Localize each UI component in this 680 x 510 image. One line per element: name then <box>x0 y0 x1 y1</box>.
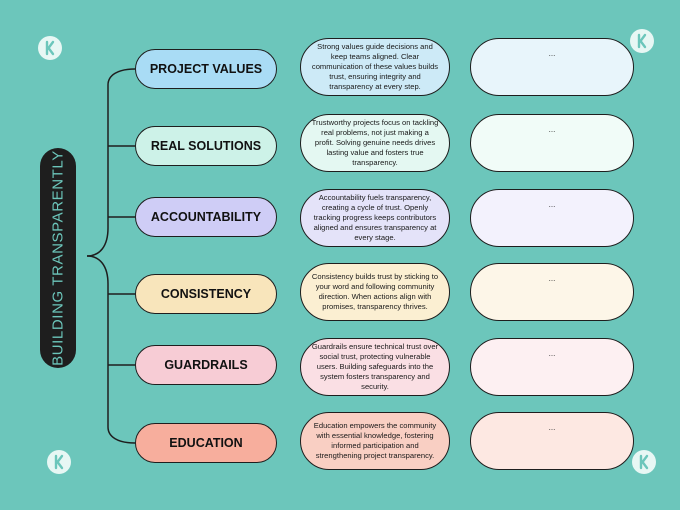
bracket-bottom <box>86 255 136 444</box>
description-real-solutions: Trustworthy projects focus on tackling r… <box>300 114 450 172</box>
description-guardrails: Guardrails ensure technical trust over s… <box>300 338 450 396</box>
bracket-top <box>86 68 136 257</box>
note-guardrails: ... <box>470 338 634 396</box>
topic-project-values: PROJECT VALUES <box>135 49 277 89</box>
logo-icon <box>47 450 71 474</box>
description-project-values: Strong values guide decisions and keep t… <box>300 38 450 96</box>
note-real-solutions: ... <box>470 114 634 172</box>
note-project-values: ... <box>470 38 634 96</box>
note-education: ... <box>470 412 634 470</box>
description-accountability: Accountability fuels transparency, creat… <box>300 189 450 247</box>
diagram-title: BUILDING TRANSPARENTLY <box>49 150 67 366</box>
topic-education: EDUCATION <box>135 423 277 463</box>
topic-accountability: ACCOUNTABILITY <box>135 197 277 237</box>
topic-real-solutions: REAL SOLUTIONS <box>135 126 277 166</box>
logo-icon <box>630 29 654 53</box>
description-consistency: Consistency builds trust by sticking to … <box>300 263 450 321</box>
diagram-title-pill: BUILDING TRANSPARENTLY <box>40 148 76 368</box>
topic-consistency: CONSISTENCY <box>135 274 277 314</box>
description-education: Education empowers the community with es… <box>300 412 450 470</box>
logo-icon <box>38 36 62 60</box>
logo-icon <box>632 450 656 474</box>
note-accountability: ... <box>470 189 634 247</box>
topic-guardrails: GUARDRAILS <box>135 345 277 385</box>
note-consistency: ... <box>470 263 634 321</box>
